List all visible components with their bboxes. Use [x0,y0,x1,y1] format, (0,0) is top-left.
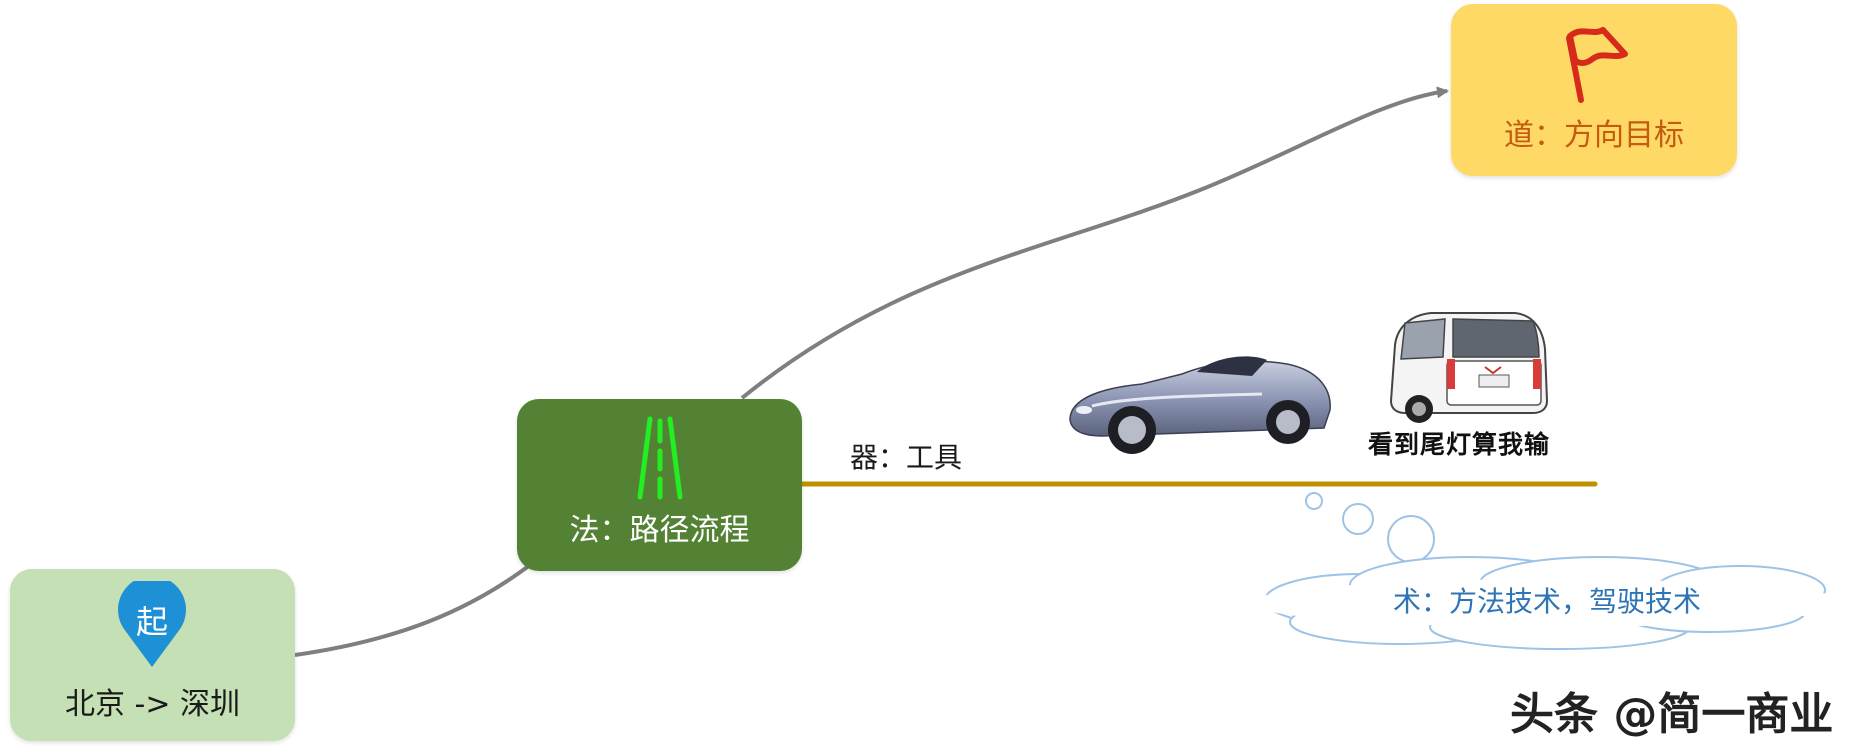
sports-car-icon [1069,356,1331,454]
watermark: 头条 @简一商业 [1510,689,1834,740]
van-icon [1389,312,1549,423]
start-pin-char: 起 [135,603,168,641]
method-label: 法：路径流程 [569,513,750,548]
connector-method-to-goal [740,86,1449,400]
tool-label: 器：工具 [850,441,963,474]
start-node[interactable]: 起 北京 -> 深圳 [10,569,295,741]
technique-label: 术：方法技术，驾驶技术 [1393,585,1702,618]
start-label: 北京 -> 深圳 [64,687,241,722]
location-pin-icon [118,581,186,667]
goal-node[interactable]: 道：方向目标 [1451,4,1737,176]
thought-bubble-medium [1342,503,1374,535]
van-caption: 看到尾灯算我输 [1368,430,1551,459]
thought-bubble-small [1305,492,1323,510]
connector-start-to-method [294,563,532,657]
method-node[interactable]: 法：路径流程 [517,399,802,571]
goal-label: 道：方向目标 [1504,118,1684,153]
road-icon [637,416,683,500]
flag-icon [1566,27,1628,103]
thought-bubble-large [1387,515,1435,563]
